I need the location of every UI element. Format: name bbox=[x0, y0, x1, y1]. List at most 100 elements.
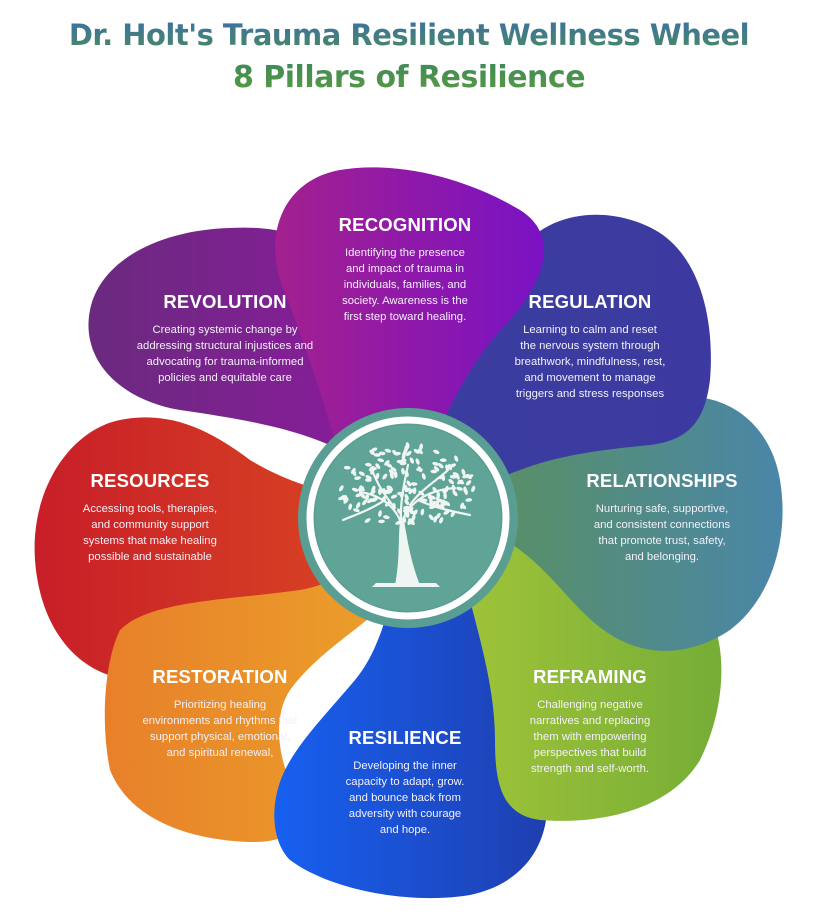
desc-line: addressing structural injustices and bbox=[136, 340, 314, 352]
tree-leaf bbox=[443, 510, 450, 515]
tree-leaf bbox=[377, 458, 385, 463]
tree-leaf bbox=[351, 487, 359, 492]
tree-leaf bbox=[369, 489, 376, 495]
tree-leaf bbox=[405, 442, 410, 449]
pillar-regulation: REGULATION Learning to calm and reset th… bbox=[495, 291, 685, 402]
tree-leaf bbox=[401, 467, 405, 475]
tree-leaf bbox=[382, 473, 388, 480]
tree-leaf bbox=[377, 488, 382, 496]
tree-leaf bbox=[454, 455, 459, 462]
tree-leaf bbox=[381, 495, 386, 503]
desc-line: advocating for trauma-informed bbox=[146, 356, 304, 368]
desc-line: society. Awareness is the bbox=[342, 295, 468, 307]
tree-leaf bbox=[338, 485, 344, 492]
tree-leaf bbox=[448, 478, 455, 485]
desc-line: that promote trust, safety, bbox=[598, 535, 726, 547]
tree-leaf bbox=[417, 466, 423, 473]
tree-leaf bbox=[419, 443, 423, 451]
tree-leaf bbox=[365, 462, 372, 467]
tree-leaf bbox=[394, 451, 401, 456]
desc-line: the nervous system through bbox=[520, 340, 660, 352]
pillar-name: RESTORATION bbox=[152, 666, 288, 687]
tree-leaf bbox=[419, 497, 425, 504]
pillar-name: REGULATION bbox=[528, 291, 652, 312]
tree-leaf bbox=[348, 503, 353, 511]
tree-leaf bbox=[433, 466, 440, 472]
tree-leaf bbox=[406, 480, 412, 487]
tree-leaf bbox=[439, 517, 444, 524]
desc-line: Prioritizing healing bbox=[173, 699, 267, 711]
tree-leaf bbox=[389, 472, 394, 479]
tree-leaf bbox=[411, 514, 416, 522]
tree-leaf bbox=[373, 453, 381, 457]
tree-leaf bbox=[420, 508, 425, 516]
pillar-name: REVOLUTION bbox=[163, 291, 287, 312]
tree-leaf bbox=[433, 515, 438, 523]
desc-line: adversity with courage bbox=[348, 808, 462, 820]
pillar-relationships: RELATIONSHIPS Nurturing safe, supportive… bbox=[572, 470, 752, 565]
desc-line: narratives and replacing bbox=[529, 715, 651, 727]
tree-leaf bbox=[388, 469, 395, 475]
tree-leaf bbox=[442, 501, 450, 506]
tree-leaf bbox=[466, 473, 472, 480]
desc-line: breathwork, mindfulness, rest, bbox=[514, 356, 666, 368]
tree-leaf bbox=[451, 484, 456, 492]
tree-leaf bbox=[449, 474, 457, 479]
tree-icon bbox=[338, 442, 476, 587]
tree-leaf bbox=[449, 463, 457, 468]
tree-leaf bbox=[443, 492, 447, 500]
tree-leaf bbox=[461, 468, 466, 476]
desc-line: possible and sustainable bbox=[88, 551, 212, 563]
pillar-description: Accessing tools, therapies, and communit… bbox=[60, 501, 240, 565]
pillar-restoration: RESTORATION Prioritizing healing environ… bbox=[120, 666, 320, 761]
tree-leaf bbox=[343, 498, 349, 504]
tree-leaf bbox=[343, 465, 351, 470]
tree-leaf bbox=[438, 463, 444, 469]
tree-leaf bbox=[428, 514, 434, 521]
pillar-description: Identifying the presence and impact of t… bbox=[320, 245, 490, 325]
tree-leaf bbox=[385, 490, 392, 494]
desc-line: and impact of trauma in bbox=[345, 263, 465, 275]
tree-leaf bbox=[397, 508, 402, 515]
tree-leaf bbox=[397, 491, 404, 496]
desc-line: and hope. bbox=[379, 824, 431, 836]
tree-leaf bbox=[390, 466, 397, 472]
tree-leaf bbox=[421, 473, 426, 480]
petal-regulation bbox=[410, 214, 711, 501]
pillar-name: REFRAMING bbox=[533, 666, 647, 687]
tree-leaf bbox=[412, 487, 417, 495]
tree-leaf bbox=[409, 457, 415, 464]
tree-leaf bbox=[410, 482, 418, 486]
tree-leaf bbox=[370, 468, 375, 475]
desc-line: and belonging. bbox=[624, 551, 700, 563]
tree-leaf bbox=[408, 488, 414, 495]
pillar-resources: RESOURCES Accessing tools, therapies, an… bbox=[60, 470, 240, 565]
page-title: Dr. Holt's Trauma Resilient Wellness Whe… bbox=[0, 18, 818, 52]
pillar-revolution: REVOLUTION Creating systemic change by a… bbox=[120, 291, 330, 386]
tree-leaf bbox=[358, 471, 365, 477]
desc-line: triggers and stress responses bbox=[515, 388, 665, 400]
tree-leaf bbox=[369, 449, 375, 456]
tree-leaf bbox=[465, 498, 473, 502]
desc-line: first step toward healing. bbox=[343, 311, 467, 323]
pillar-description: Learning to calm and reset the nervous s… bbox=[495, 322, 685, 402]
tree-leaf bbox=[471, 485, 476, 493]
pillar-name: RESOURCES bbox=[90, 470, 210, 491]
tree-leaf bbox=[407, 518, 412, 526]
tree-leaf bbox=[457, 479, 465, 485]
tree-leaf bbox=[356, 502, 361, 509]
desc-line: Accessing tools, therapies, bbox=[82, 503, 218, 515]
tree-leaf bbox=[404, 498, 410, 506]
desc-line: and movement to manage bbox=[524, 372, 656, 384]
desc-line: systems that make healing bbox=[83, 535, 217, 547]
pillar-recognition: RECOGNITION Identifying the presence and… bbox=[320, 214, 490, 325]
tree-leaf bbox=[392, 503, 396, 510]
tree-leaf bbox=[378, 510, 382, 517]
tree-leaf bbox=[378, 519, 385, 524]
pillar-reframing: REFRAMING Challenging negative narrative… bbox=[505, 666, 675, 777]
tree-leaf bbox=[432, 461, 439, 466]
tree-leaf bbox=[354, 476, 361, 480]
tree-leaf bbox=[378, 451, 386, 456]
tree-leaf bbox=[395, 520, 402, 525]
